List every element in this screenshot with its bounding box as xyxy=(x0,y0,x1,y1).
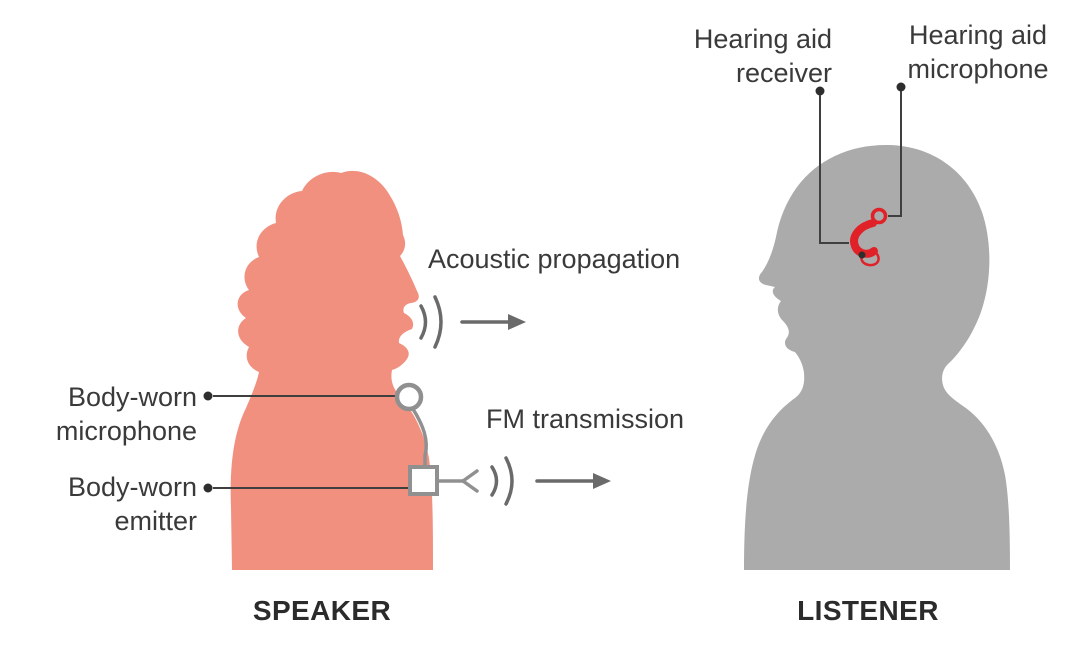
fm-arrow-icon xyxy=(535,473,611,489)
acoustic-arrow-icon xyxy=(460,314,526,330)
hearing-aid-body xyxy=(850,219,878,258)
hearing-aid-receiver-line1: Hearing aid xyxy=(693,24,832,54)
body-worn-emitter-label: Body-worn emitter xyxy=(30,470,197,538)
hearing-aid-microphone-line2: microphone xyxy=(907,54,1049,84)
fm-transmission-label: FM transmission xyxy=(486,404,685,434)
hearing-aid-receiver-dot xyxy=(858,251,866,259)
receiver-leader-line xyxy=(815,86,849,244)
speaker-caption: SPEAKER xyxy=(252,595,392,626)
hearing-aid-mic-port xyxy=(870,207,888,225)
hearing-aid-icon xyxy=(850,207,888,267)
acoustic-waves-icon xyxy=(419,295,443,349)
body-microphone-icon xyxy=(394,382,428,469)
body-worn-microphone-line1: Body-worn xyxy=(67,382,197,412)
body-emitter-leader-line xyxy=(203,483,410,493)
receiver-leader-dot xyxy=(815,86,825,96)
body-mic-leader-dot xyxy=(203,391,213,401)
body-worn-microphone-label: Body-worn microphone xyxy=(30,380,197,448)
hearing-aid-receiver-label: Hearing aid receiver xyxy=(630,22,832,90)
antenna-icon xyxy=(437,469,479,493)
speaker-silhouette xyxy=(230,170,433,570)
microphone-cord xyxy=(411,407,428,469)
body-worn-microphone-line2: microphone xyxy=(55,416,197,446)
acoustic-propagation-label: Acoustic propagation xyxy=(428,244,681,274)
body-worn-emitter-line2: emitter xyxy=(114,506,197,536)
hearing-aid-wire xyxy=(860,249,880,267)
body-worn-emitter-line1: Body-worn xyxy=(67,472,197,502)
body-emitter-icon xyxy=(408,465,439,496)
listener-silhouette xyxy=(744,145,1010,570)
microphone-leader-dot xyxy=(896,82,906,92)
hearing-aid-receiver-line2: receiver xyxy=(735,58,832,88)
fm-waves-icon xyxy=(490,456,514,506)
hearing-aid-microphone-line1: Hearing aid xyxy=(908,20,1048,50)
listener-caption: LISTENER xyxy=(797,595,939,626)
microphone-leader-line xyxy=(888,82,906,217)
body-mic-leader-line xyxy=(203,391,396,401)
body-emitter-leader-dot xyxy=(203,483,213,493)
hearing-aid-microphone-label: Hearing aid microphone xyxy=(888,18,1068,86)
